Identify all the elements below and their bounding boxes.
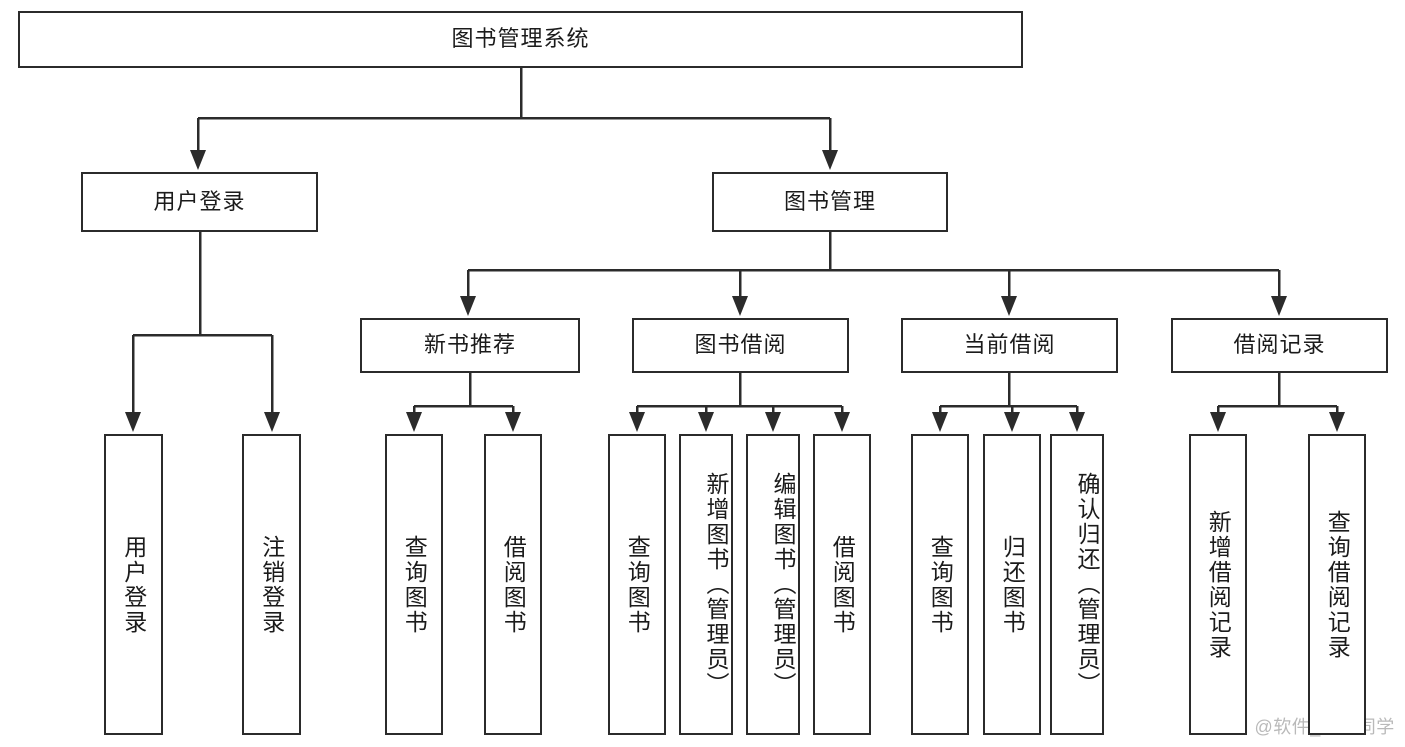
node-label: 查询图书 <box>927 534 954 635</box>
node-level3-0[interactable]: 新书推荐 <box>360 318 580 373</box>
node-label: 借阅图书 <box>500 534 527 635</box>
node-label: 编辑图书（管理员） <box>770 472 796 697</box>
node-root-book-management-system[interactable]: 图书管理系统 <box>18 11 1023 68</box>
node-leaf-9[interactable]: 归还图书 <box>983 434 1041 735</box>
node-label: 当前借阅 <box>963 332 1056 358</box>
node-label: 确认归还（管理员） <box>1074 472 1100 697</box>
node-level3-3[interactable]: 借阅记录 <box>1171 318 1388 373</box>
node-label: 借阅图书 <box>829 534 856 635</box>
node-leaf-1[interactable]: 注销登录 <box>242 434 301 735</box>
node-label: 借阅记录 <box>1233 332 1326 358</box>
node-label: 用户登录 <box>120 534 147 635</box>
node-leaf-6[interactable]: 编辑图书（管理员） <box>746 434 800 735</box>
node-label: 新增借阅记录 <box>1205 509 1232 660</box>
node-leaf-2[interactable]: 查询图书 <box>385 434 443 735</box>
node-leaf-11[interactable]: 新增借阅记录 <box>1189 434 1247 735</box>
node-label: 新增图书（管理员） <box>703 472 729 697</box>
node-level3-1[interactable]: 图书借阅 <box>632 318 849 373</box>
node-leaf-3[interactable]: 借阅图书 <box>484 434 542 735</box>
node-leaf-4[interactable]: 查询图书 <box>608 434 666 735</box>
node-level2-1[interactable]: 图书管理 <box>712 172 948 232</box>
node-leaf-0[interactable]: 用户登录 <box>104 434 163 735</box>
node-label: 图书管理 <box>783 188 876 214</box>
node-label: 查询图书 <box>624 534 651 635</box>
node-label: 图书管理系统 <box>451 26 590 52</box>
node-leaf-8[interactable]: 查询图书 <box>911 434 969 735</box>
node-leaf-12[interactable]: 查询借阅记录 <box>1308 434 1366 735</box>
node-level2-0[interactable]: 用户登录 <box>81 172 318 232</box>
node-label: 注销登录 <box>258 534 285 635</box>
node-label: 查询借阅记录 <box>1324 509 1351 660</box>
node-leaf-7[interactable]: 借阅图书 <box>813 434 871 735</box>
node-label: 图书借阅 <box>694 332 787 358</box>
node-leaf-10[interactable]: 确认归还（管理员） <box>1050 434 1104 735</box>
node-label: 归还图书 <box>999 534 1026 635</box>
node-label: 新书推荐 <box>423 332 516 358</box>
node-leaf-5[interactable]: 新增图书（管理员） <box>679 434 733 735</box>
node-label: 用户登录 <box>153 188 246 214</box>
node-label: 查询图书 <box>401 534 428 635</box>
node-level3-2[interactable]: 当前借阅 <box>901 318 1118 373</box>
